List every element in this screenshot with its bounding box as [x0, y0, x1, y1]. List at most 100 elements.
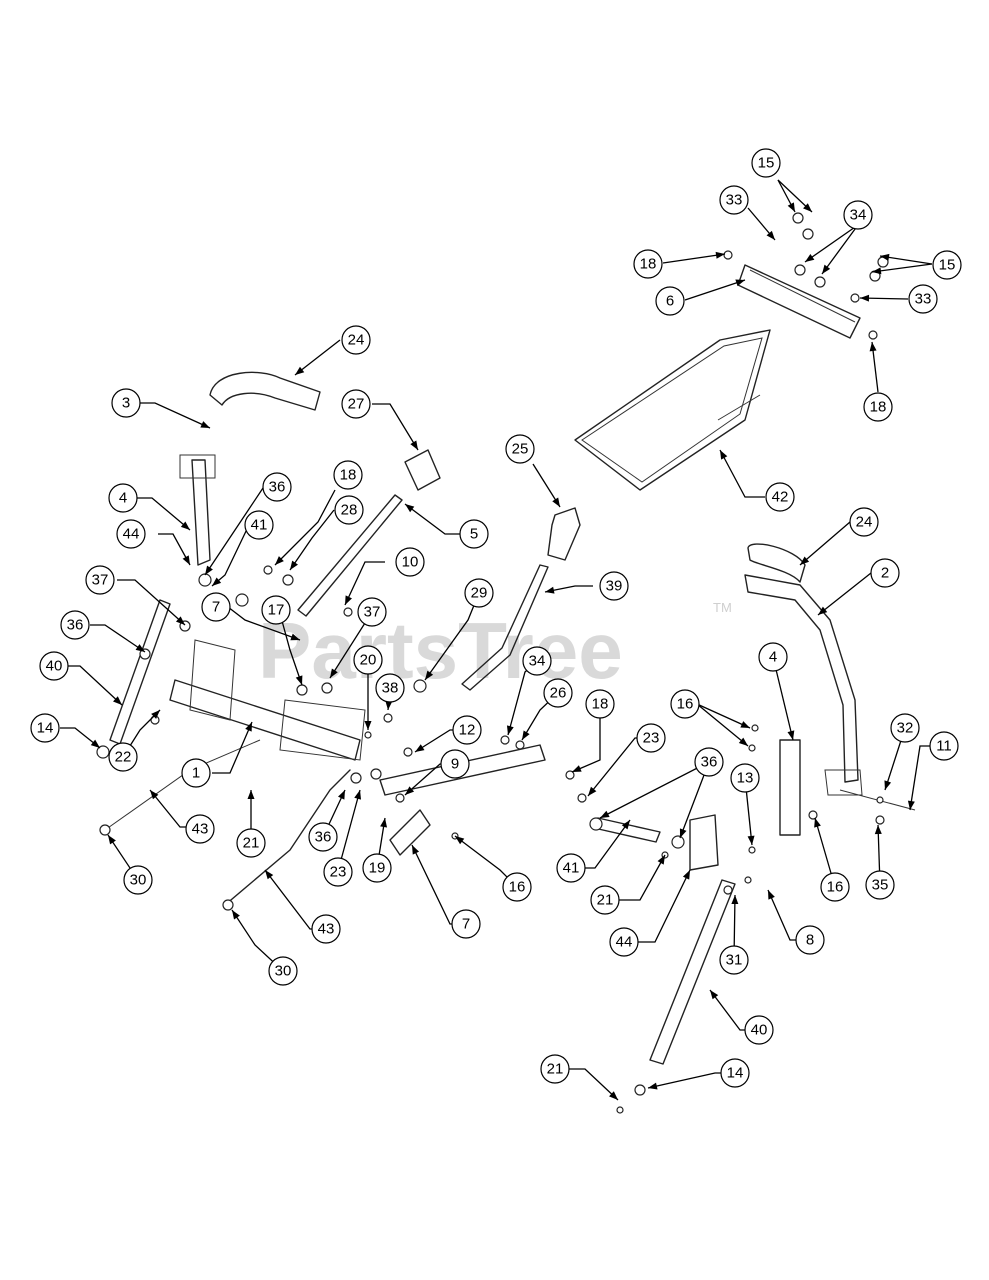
arrowhead [175, 616, 185, 625]
callout-15: 15 [751, 148, 781, 178]
callout-label: 44 [123, 526, 140, 543]
arrowhead [380, 818, 388, 828]
callout-27: 27 [341, 389, 371, 419]
arrowhead [385, 700, 393, 710]
arrowhead [275, 556, 284, 565]
callout-15: 15 [932, 250, 962, 280]
callout-label: 36 [315, 829, 332, 846]
callout-label: 18 [640, 256, 657, 273]
arrowhead [621, 820, 630, 830]
callout-18: 18 [333, 460, 363, 490]
part-grip-left [209, 371, 321, 411]
callout-24: 24 [849, 507, 879, 537]
callout-label: 30 [275, 963, 292, 980]
callout-43: 43 [311, 914, 341, 944]
arrowheads [90, 202, 915, 1100]
callout-label: 23 [330, 864, 347, 881]
arrowhead [345, 595, 352, 605]
callout-label: 22 [115, 749, 132, 766]
watermark-text: PartsTree [258, 606, 623, 695]
arrowhead [338, 790, 345, 800]
arrowhead [710, 990, 719, 1000]
part-link-43b [224, 769, 351, 906]
arrowhead [800, 556, 810, 565]
arrowhead [880, 253, 890, 261]
part-knob-27 [404, 449, 441, 491]
callout-label: 43 [192, 821, 209, 838]
arrowhead [648, 1082, 658, 1090]
callout-label: 28 [341, 502, 358, 519]
callout-28: 28 [334, 495, 364, 525]
callout-label: 39 [606, 578, 623, 595]
arrowhead [720, 450, 728, 460]
arrowhead [522, 730, 530, 740]
arrowhead [180, 521, 190, 530]
callout-33: 33 [908, 284, 938, 314]
arrowhead [545, 586, 555, 594]
callout-13: 13 [730, 763, 760, 793]
callout-8: 8 [795, 925, 825, 955]
callout-18: 18 [633, 249, 663, 279]
part-lever-39 [461, 564, 549, 691]
part-knob-25 [547, 507, 581, 561]
callout-label: 33 [915, 291, 932, 308]
arrowhead [295, 366, 305, 375]
arrowhead [787, 202, 795, 212]
arrowhead [822, 264, 831, 274]
callout-label: 14 [727, 1065, 744, 1082]
callout-30: 30 [268, 956, 298, 986]
arrowhead [455, 836, 465, 845]
callout-label: 34 [529, 653, 546, 670]
arrowhead [572, 765, 582, 772]
arrowhead [150, 790, 159, 800]
callout-label: 41 [251, 517, 268, 534]
callout-label: 4 [119, 490, 127, 507]
callout-label: 7 [462, 916, 470, 933]
callout-32: 32 [890, 713, 920, 743]
callout-39: 39 [599, 571, 629, 601]
callout-label: 38 [382, 680, 399, 697]
callout-22: 22 [108, 742, 138, 772]
callout-label: 25 [512, 441, 529, 458]
callout-2: 2 [870, 558, 900, 588]
arrowhead [113, 696, 122, 705]
arrowhead [803, 203, 812, 212]
callout-38: 38 [375, 673, 405, 703]
callout-4: 4 [108, 483, 138, 513]
arrowhead [869, 342, 877, 352]
arrowhead [907, 800, 915, 810]
callout-label: 21 [243, 835, 260, 852]
callout-16: 16 [820, 872, 850, 902]
arrowhead [295, 675, 303, 685]
arrowhead [657, 855, 665, 865]
callout-21: 21 [590, 885, 620, 915]
callout-label: 30 [130, 872, 147, 889]
arrowhead [768, 890, 775, 900]
arrowhead [200, 421, 210, 428]
arrowhead [364, 721, 372, 730]
callout-label: 37 [92, 572, 109, 589]
part-tray [574, 329, 771, 491]
arrowhead [766, 230, 775, 240]
arrowhead [818, 606, 828, 615]
callout-label: 36 [701, 754, 718, 771]
callout-label: 5 [470, 526, 478, 543]
arrowhead [874, 825, 882, 835]
callout-1: 1 [181, 758, 211, 788]
arrowhead [108, 835, 116, 845]
callout-label: 24 [856, 514, 873, 531]
callouts: 15 33 34 18 15 6 33 18 24 3 27 25 42 18 … [30, 148, 962, 1088]
callout-label: 20 [360, 652, 377, 669]
arrowhead [506, 725, 514, 735]
callout-label: 11 [936, 738, 952, 755]
callout-label: 42 [772, 489, 789, 506]
callout-label: 33 [726, 192, 743, 209]
callout-41: 41 [244, 510, 274, 540]
arrowhead [609, 1091, 618, 1100]
callout-10: 10 [395, 547, 425, 577]
callout-44: 44 [609, 927, 639, 957]
part-main-shaft [169, 679, 361, 761]
arrowhead [232, 910, 240, 920]
callout-label: 34 [850, 207, 867, 224]
